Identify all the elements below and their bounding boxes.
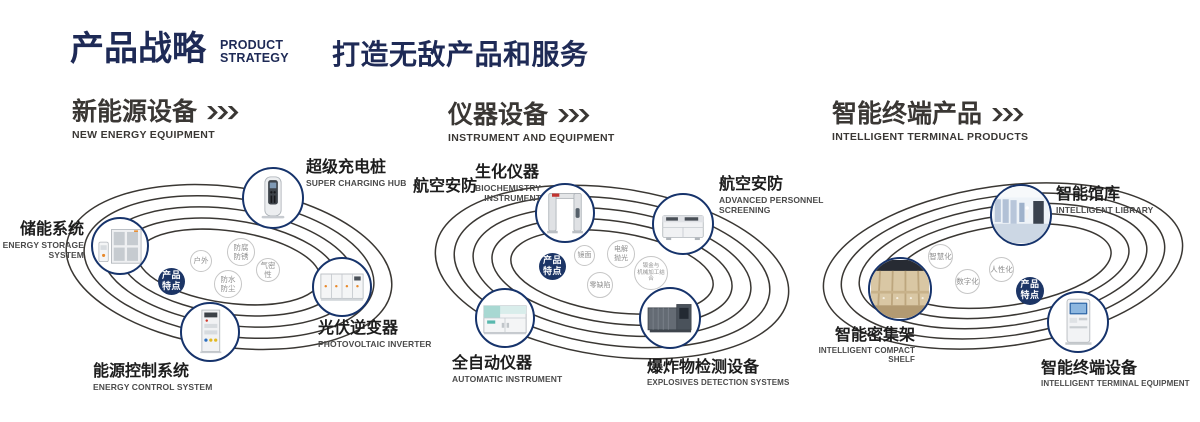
label-pv-inverter: 光伏逆变器 PHOTOVOLTAIC INVERTER xyxy=(318,318,432,349)
triple-chevron-icon xyxy=(558,108,590,122)
page-title: 产品战略 xyxy=(70,29,206,69)
section-title: 智能终端产品 xyxy=(832,99,983,128)
section-title: 新能源设备 xyxy=(72,97,198,126)
label-explosives-detection: 爆炸物检测设备 EXPLOSIVES DETECTION SYSTEMS xyxy=(647,357,790,387)
product-node-energy-storage xyxy=(91,217,149,275)
feature-bubble: 智慧化 xyxy=(928,244,953,269)
product-node-compact-shelf xyxy=(868,257,932,321)
feature-bubble: 人性化 xyxy=(989,257,1014,282)
feature-bubble: 户外 xyxy=(190,250,212,272)
feature-bubble: 电解 抛光 xyxy=(607,240,635,268)
section-title-en: INTELLIGENT TERMINAL PRODUCTS xyxy=(832,131,1029,144)
product-node-terminal-kiosk xyxy=(1047,291,1109,353)
product-node-energy-control xyxy=(180,302,240,362)
section-header-terminal: 智能终端产品 INTELLIGENT TERMINAL PRODUCTS xyxy=(832,99,1029,144)
triple-chevron-icon xyxy=(992,107,1024,121)
storage-cabinet-image xyxy=(98,229,142,264)
feature-bubble: 防水 防尘 xyxy=(214,270,242,298)
label-intelligent-library: 智能馆库 INTELLIGENT LIBRARY xyxy=(1056,184,1154,215)
section-title-en: NEW ENERGY EQUIPMENT xyxy=(72,129,215,142)
pv-inverter-image xyxy=(320,273,364,301)
product-node-explosives-detection xyxy=(639,287,701,349)
product-node-personnel-screening xyxy=(652,193,714,255)
product-features-badge: 产品 特点 xyxy=(539,253,566,280)
explosives-detector-image xyxy=(647,304,692,333)
security-gate-image xyxy=(547,193,583,234)
feature-bubble: 数字化 xyxy=(955,269,980,294)
section-title-en: INSTRUMENT AND EQUIPMENT xyxy=(448,132,615,145)
feature-bubble: 气密性 xyxy=(256,258,280,282)
label-biochemistry: 生化仪器 BIOCHEMISTRY INSTRUMENT xyxy=(475,162,542,203)
section-header-new-energy: 新能源设备 NEW ENERGY EQUIPMENT xyxy=(72,97,239,142)
screening-machine-image xyxy=(662,215,704,241)
label-terminal-equipment: 智能终端设备 INTELLIGENT TERMINAL EQUIPMENT xyxy=(1041,358,1190,388)
feature-bubble: 防腐 防锈 xyxy=(227,238,255,266)
product-node-automatic-instrument xyxy=(475,288,535,348)
page-title-en-line2: STRATEGY xyxy=(220,51,289,65)
product-node-pv-inverter xyxy=(312,257,372,317)
label-personnel-screening: 航空安防 ADVANCED PERSONNEL SCREENING xyxy=(719,174,824,215)
automatic-instrument-image xyxy=(483,305,527,335)
product-node-intelligent-library xyxy=(990,184,1052,246)
label-aviation-security-left: 航空安防 xyxy=(413,176,478,195)
page-title-en: PRODUCT STRATEGY xyxy=(220,39,289,65)
section-header-instrument: 仪器设备 INSTRUMENT AND EQUIPMENT xyxy=(448,100,615,145)
terminal-kiosk-image xyxy=(1065,298,1092,345)
product-node-super-charging-hub xyxy=(242,167,304,229)
feature-bubble: 镜面 xyxy=(574,245,595,266)
section-title: 仪器设备 xyxy=(448,100,549,129)
product-features-badge: 产品 特点 xyxy=(1016,277,1044,305)
ev-charger-image xyxy=(261,176,285,219)
control-cabinet-image xyxy=(200,309,222,354)
compact-shelf-image xyxy=(871,260,929,318)
label-super-charging-hub: 超级充电桩 SUPER CHARGING HUB xyxy=(306,157,407,188)
label-compact-shelf: 智能密集架 INTELLIGENT COMPACT SHELF xyxy=(818,325,915,365)
slogan: 打造无敌产品和服务 xyxy=(332,38,589,71)
feature-bubble: 钣金与 机械加工结合 xyxy=(634,256,668,290)
product-features-badge: 产品 特点 xyxy=(158,268,185,295)
label-energy-control: 能源控制系统 ENERGY CONTROL SYSTEM xyxy=(93,361,213,392)
triple-chevron-icon xyxy=(207,105,239,119)
page-title-en-line1: PRODUCT xyxy=(220,38,284,52)
product-node-biochemistry xyxy=(535,183,595,243)
feature-bubble: 零缺陷 xyxy=(587,272,613,298)
label-automatic-instrument: 全自动仪器 AUTOMATIC INSTRUMENT xyxy=(452,353,563,384)
library-room-image xyxy=(993,187,1049,243)
label-energy-storage: 储能系统 ENERGY STORAGE SYSTEM xyxy=(2,219,84,260)
